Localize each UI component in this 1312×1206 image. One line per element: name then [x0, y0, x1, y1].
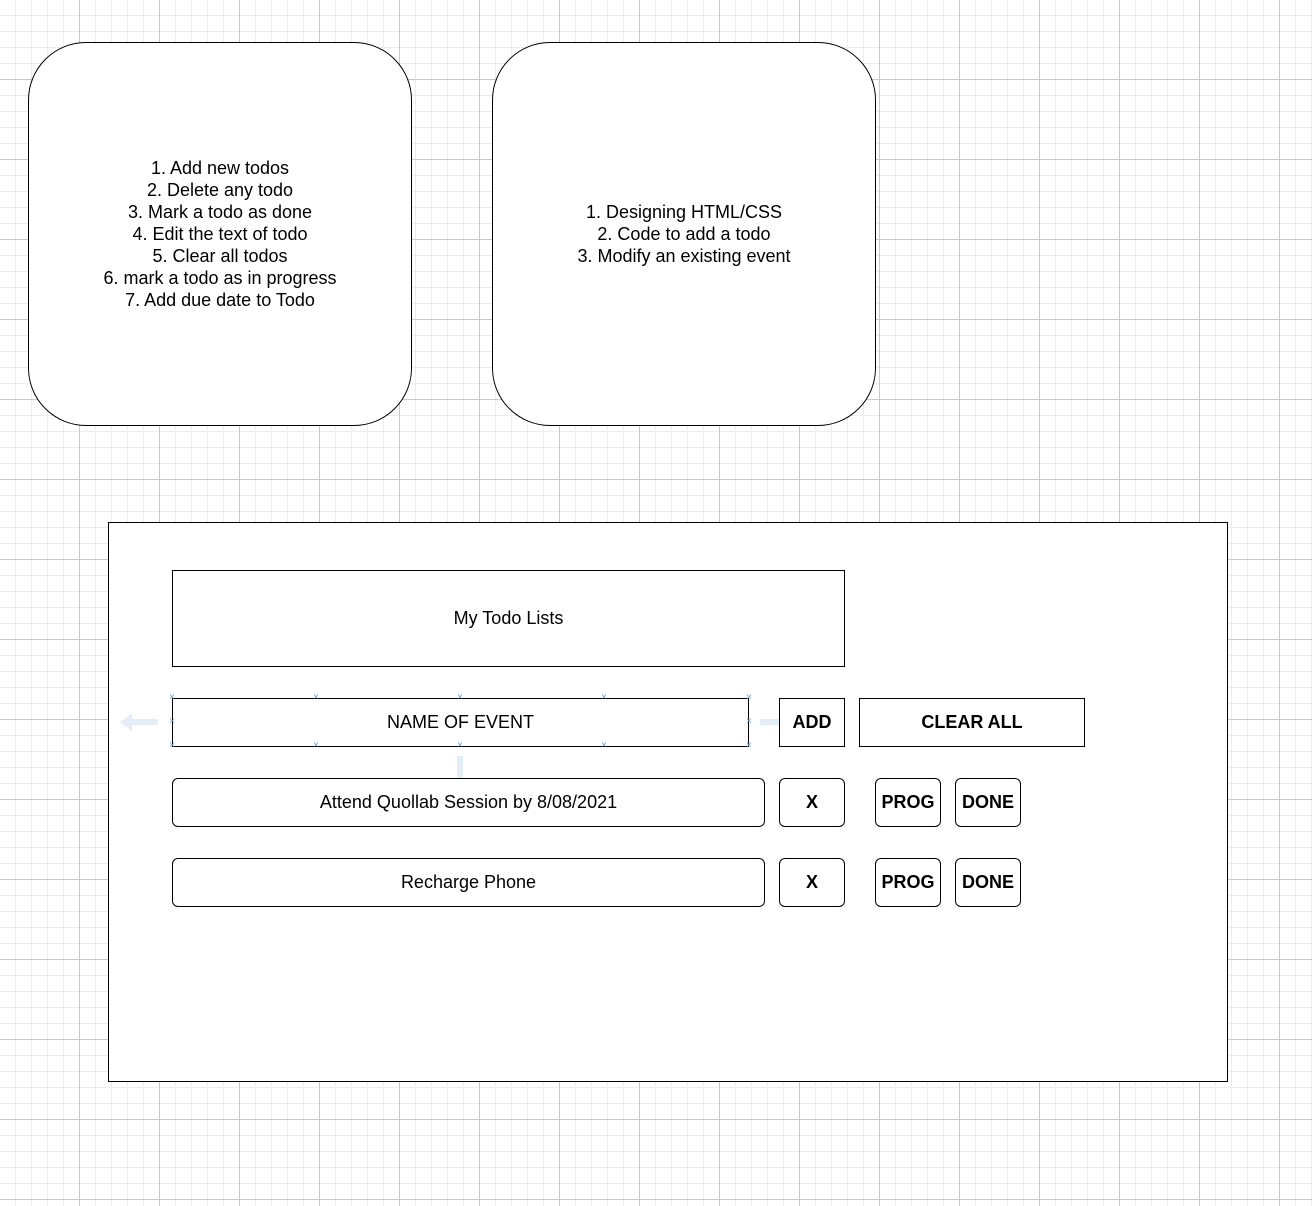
feature-item: 3. Mark a todo as done	[127, 202, 313, 222]
done-todo-label: DONE	[961, 792, 1014, 812]
progress-todo-button[interactable]: PROG	[875, 778, 941, 827]
task-item: 2. Code to add a todo	[597, 224, 771, 244]
todo-text: Attend Quollab Session by 8/08/2021	[319, 792, 618, 812]
tasks-note[interactable]: 1. Designing HTML/CSS 2. Code to add a t…	[492, 42, 876, 426]
features-list: 1. Add new todos 2. Delete any todo 3. M…	[103, 157, 336, 311]
feature-item: 6. mark a todo as in progress	[103, 268, 337, 288]
todo-text: Recharge Phone	[400, 872, 537, 892]
event-name-value: NAME OF EVENT	[386, 712, 534, 732]
feature-item: 1. Add new todos	[150, 158, 290, 178]
done-todo-label: DONE	[961, 872, 1014, 892]
delete-todo-button[interactable]: X	[779, 858, 845, 907]
clear-all-button-label: CLEAR ALL	[921, 712, 1023, 732]
feature-item: 4. Edit the text of todo	[132, 224, 308, 244]
delete-todo-label: X	[805, 872, 818, 892]
feature-item: 2. Delete any todo	[146, 180, 294, 200]
todo-item-text[interactable]: Recharge Phone	[172, 858, 765, 907]
feature-item: 7. Add due date to Todo	[125, 290, 315, 310]
app-title: My Todo Lists	[453, 608, 564, 628]
progress-todo-label: PROG	[881, 792, 935, 812]
delete-todo-label: X	[805, 792, 818, 812]
features-note[interactable]: 1. Add new todos 2. Delete any todo 3. M…	[28, 42, 412, 426]
app-title-box[interactable]: My Todo Lists	[172, 570, 845, 667]
task-item: 3. Modify an existing event	[577, 246, 791, 266]
clear-all-button[interactable]: CLEAR ALL	[859, 698, 1085, 747]
delete-todo-button[interactable]: X	[779, 778, 845, 827]
tasks-list: 1. Designing HTML/CSS 2. Code to add a t…	[577, 201, 790, 267]
done-todo-button[interactable]: DONE	[955, 858, 1021, 907]
feature-item: 5. Clear all todos	[152, 246, 288, 266]
progress-todo-label: PROG	[881, 872, 935, 892]
task-item: 1. Designing HTML/CSS	[585, 202, 783, 222]
done-todo-button[interactable]: DONE	[955, 778, 1021, 827]
progress-todo-button[interactable]: PROG	[875, 858, 941, 907]
add-button-label: ADD	[792, 712, 832, 732]
event-name-input[interactable]: NAME OF EVENT	[172, 698, 749, 747]
todo-item-text[interactable]: Attend Quollab Session by 8/08/2021	[172, 778, 765, 827]
add-button[interactable]: ADD	[779, 698, 845, 747]
